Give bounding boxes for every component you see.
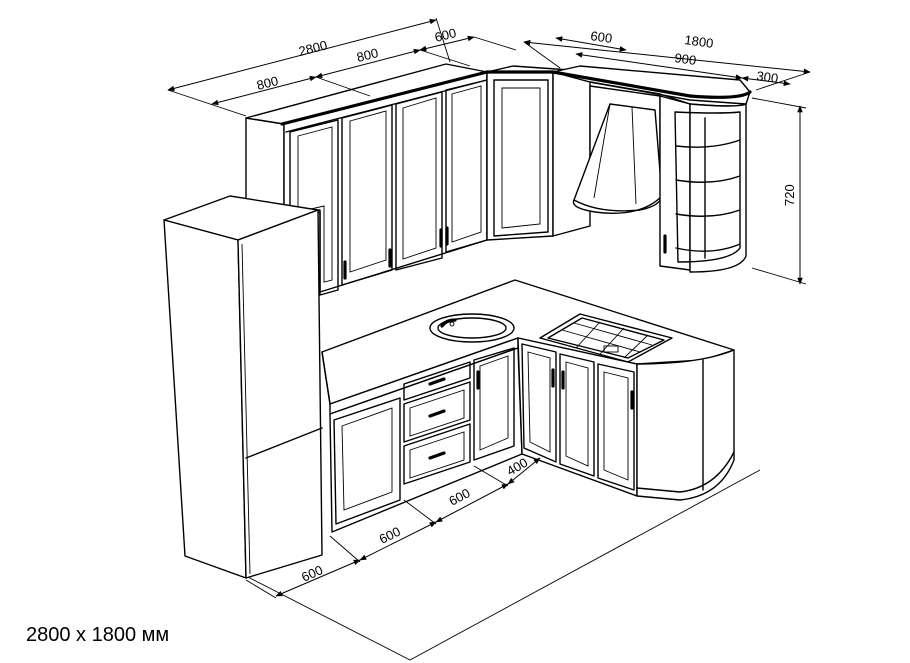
dim-600-top: 600	[433, 25, 458, 45]
dim-600-floor-a: 600	[299, 562, 325, 585]
size-caption: 2800 x 1800 мм	[26, 624, 170, 646]
lower-door-4	[559, 353, 595, 477]
dim-600-right: 600	[590, 28, 614, 46]
dim-800-a: 800	[255, 73, 280, 93]
refrigerator	[163, 195, 323, 579]
upper-corner-cabinet	[485, 65, 591, 241]
rounded-end-cabinet	[636, 349, 735, 501]
lower-door-3	[521, 343, 557, 463]
dim-2800: 2800	[297, 37, 329, 59]
cooktop	[539, 313, 673, 363]
floor-outline	[204, 469, 761, 661]
upper-door-2	[341, 104, 393, 286]
lower-cabinets-right	[517, 337, 735, 501]
dim-1800: 1800	[684, 32, 715, 51]
lower-door-2	[473, 347, 515, 461]
lower-cabinets-left	[329, 347, 523, 533]
lower-door-5	[597, 363, 635, 491]
lower-door-1	[333, 397, 401, 525]
dim-800-b: 800	[355, 45, 380, 65]
upper-door-3	[395, 91, 443, 271]
open-shelf-unit	[659, 95, 747, 273]
dimension-lines	[167, 17, 811, 599]
drawer-stack	[403, 361, 471, 485]
dim-900: 900	[674, 50, 698, 68]
range-hood	[572, 85, 663, 214]
dim-600-floor-b: 600	[377, 524, 403, 547]
sink	[429, 313, 515, 343]
upper-cabinets	[245, 63, 752, 296]
dim-720: 720	[782, 184, 797, 206]
dim-300: 300	[756, 68, 780, 86]
